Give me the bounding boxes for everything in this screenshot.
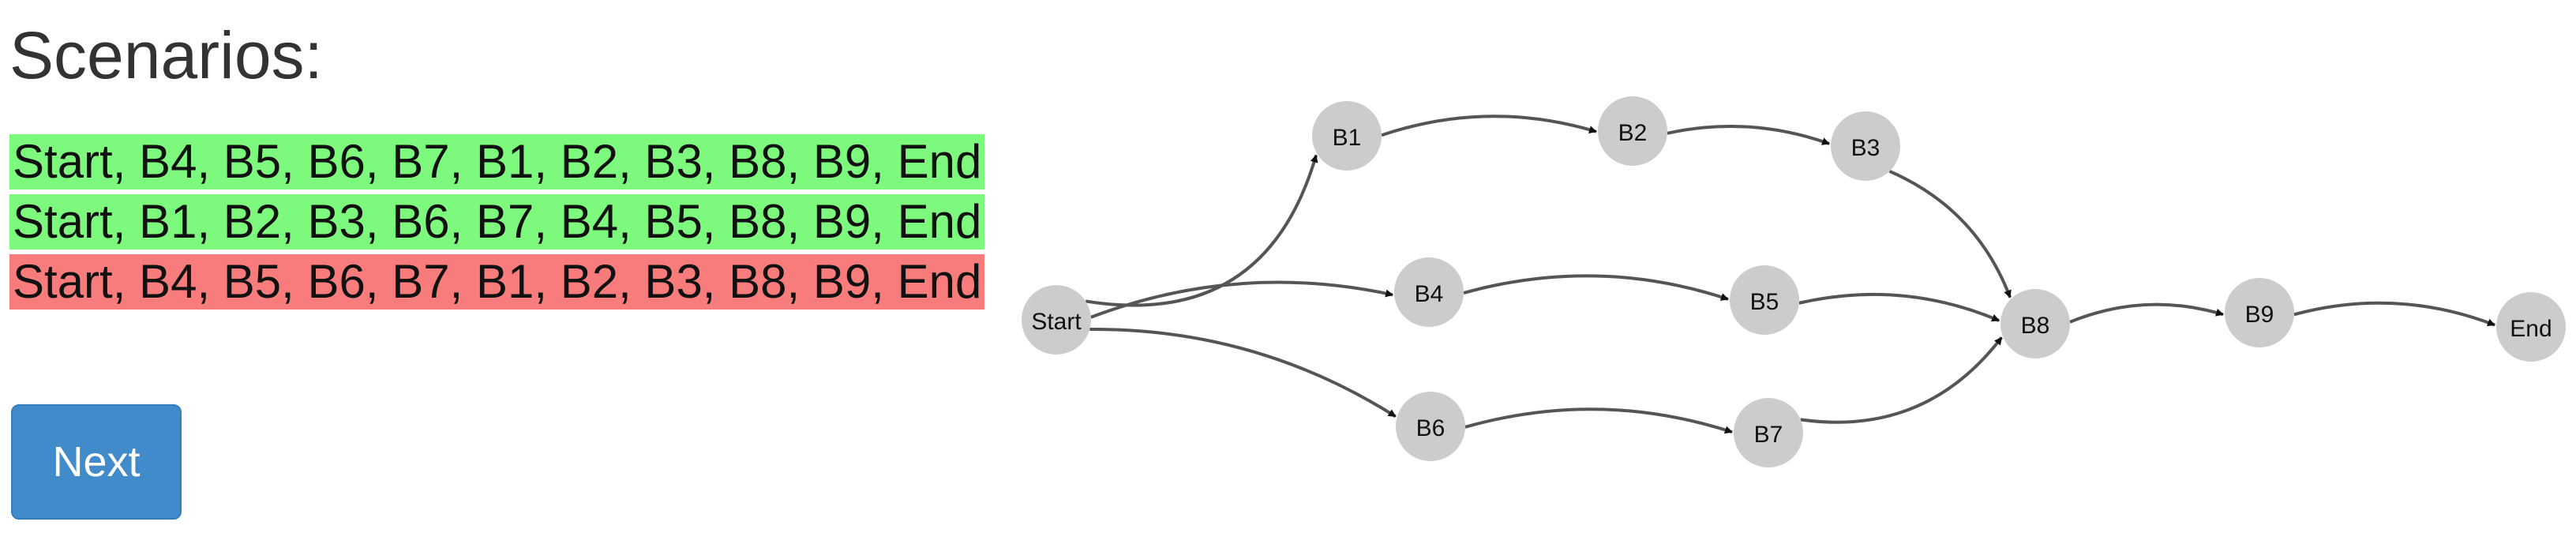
node-circle: [1022, 285, 1091, 355]
node-label: End: [2510, 316, 2552, 342]
node-b1: B1: [1312, 101, 1382, 171]
node-b2: B2: [1598, 96, 1667, 166]
node-label: Start: [1031, 309, 1082, 335]
node-label: B2: [1618, 120, 1648, 146]
scenario-item-3: Start, B4, B5, B6, B7, B1, B2, B3, B8, B…: [9, 254, 985, 310]
node-b6: B6: [1396, 392, 1465, 461]
page-title: Scenarios:: [9, 18, 323, 92]
edge-b4-b5: [1463, 274, 1729, 301]
node-b9: B9: [2225, 278, 2294, 347]
node-label: B3: [1851, 135, 1880, 161]
node-label: B4: [1415, 281, 1444, 307]
edge-start-b4: [1090, 280, 1394, 319]
next-button[interactable]: Next: [11, 404, 182, 520]
edge-b6-b7: [1464, 407, 1733, 434]
node-circle: [1734, 398, 1803, 467]
node-label: B7: [1754, 422, 1783, 448]
node-label: B8: [2021, 313, 2050, 339]
edge-b2-b3: [1667, 124, 1831, 145]
node-label: B5: [1750, 289, 1779, 315]
node-circle: [1312, 101, 1382, 171]
edge-b1-b2: [1381, 114, 1597, 137]
edge-b9-end: [2293, 301, 2495, 327]
edge-start-b1: [1085, 154, 1318, 307]
edge-b3-b8: [1888, 169, 2012, 298]
node-b4: B4: [1394, 257, 1464, 327]
node-circle: [1730, 265, 1799, 335]
scenario-item-1: Start, B4, B5, B6, B7, B1, B2, B3, B8, B…: [9, 134, 985, 190]
node-b7: B7: [1734, 398, 1803, 467]
node-circle: [2000, 289, 2070, 358]
scenario-item-2: Start, B1, B2, B3, B6, B7, B4, B5, B8, B…: [9, 194, 985, 250]
node-end: End: [2496, 292, 2566, 362]
edge-b5-b8: [1798, 292, 2000, 322]
node-b5: B5: [1730, 265, 1799, 335]
node-label: B1: [1333, 125, 1362, 151]
edge-b7-b8: [1800, 336, 2003, 424]
node-circle: [1396, 392, 1465, 461]
node-label: B9: [2245, 302, 2274, 328]
edge-layer: [1085, 114, 2495, 434]
edge-start-b6: [1089, 328, 1397, 419]
scenario-list: Start, B4, B5, B6, B7, B1, B2, B3, B8, B…: [9, 134, 996, 314]
node-label: B6: [1416, 415, 1445, 441]
node-b3: B3: [1831, 111, 1900, 181]
node-circle: [1394, 257, 1464, 327]
node-circle: [1831, 111, 1900, 181]
node-b8: B8: [2000, 289, 2070, 358]
node-circle: [2225, 278, 2294, 347]
node-start: Start: [1022, 285, 1091, 355]
node-circle: [2496, 292, 2566, 362]
edge-b8-b9: [2069, 302, 2225, 324]
node-circle: [1598, 96, 1667, 166]
scenario-panel: Scenarios: Start, B4, B5, B6, B7, B1, B2…: [9, 16, 996, 314]
